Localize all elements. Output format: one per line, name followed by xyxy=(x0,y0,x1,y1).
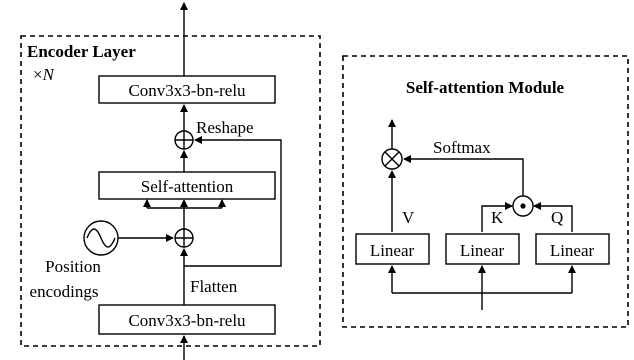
linear-k-label: Linear xyxy=(460,241,505,260)
bottom-conv-label: Conv3x3-bn-relu xyxy=(128,311,246,330)
linear-v-label: Linear xyxy=(370,241,415,260)
linear-k-block xyxy=(445,233,520,265)
top-conv-label: Conv3x3-bn-relu xyxy=(128,81,246,100)
repeat-symbol: × xyxy=(33,65,43,84)
self-attention-module-title: Self-attention Module xyxy=(406,78,565,97)
multiply-circle-icon xyxy=(381,148,403,170)
reshape-label: Reshape xyxy=(196,118,254,137)
softmax-arrow xyxy=(403,155,524,197)
repeat-variable: N xyxy=(42,65,56,84)
flatten-label: Flatten xyxy=(190,277,238,296)
top-conv-block xyxy=(98,75,276,104)
encoder-layer-panel: Encoder Layer ×N Conv3x3-bn-relu Reshape… xyxy=(20,2,321,360)
add-circle-icon xyxy=(174,130,194,150)
encoder-layer-border xyxy=(20,35,321,347)
linear-q-block xyxy=(535,233,610,265)
q-arrow xyxy=(533,202,573,232)
k-label: K xyxy=(491,208,504,227)
q-label: Q xyxy=(551,208,563,227)
dot-product-circle-icon xyxy=(512,195,534,217)
sine-wave-icon xyxy=(83,220,119,256)
k-arrow xyxy=(481,202,513,232)
linear-q-label: Linear xyxy=(550,241,595,260)
position-label-line1: Position xyxy=(45,257,101,276)
v-label: V xyxy=(402,208,415,227)
bottom-conv-block xyxy=(98,304,276,335)
linear-v-block xyxy=(355,233,430,265)
repeat-label: ×N xyxy=(33,65,56,84)
self-attention-module-border xyxy=(342,55,629,328)
position-label-line2: encodings xyxy=(30,282,99,301)
softmax-label: Softmax xyxy=(433,138,491,157)
encoder-layer-title: Encoder Layer xyxy=(27,42,136,61)
residual-connection xyxy=(184,136,282,267)
self-attention-label: Self-attention xyxy=(141,177,234,196)
self-attention-module-panel: Self-attention Module Softmax V K Q Line… xyxy=(342,55,629,328)
position-add-circle-icon xyxy=(174,228,194,248)
